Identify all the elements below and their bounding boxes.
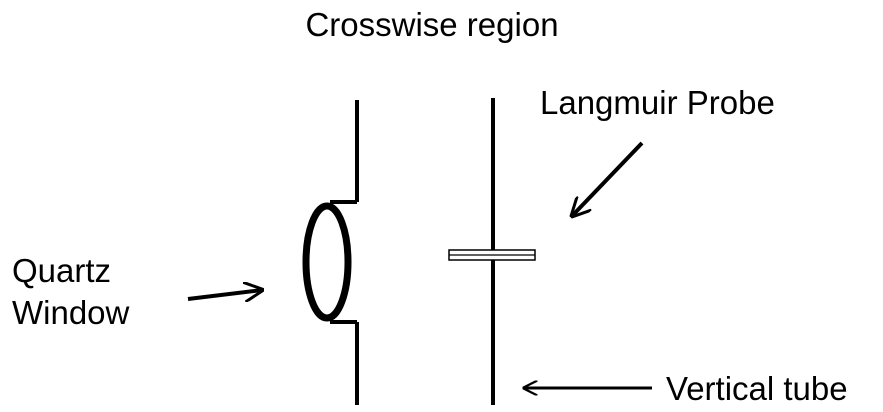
port-wall xyxy=(330,100,359,405)
vertical-tube-label: Vertical tube xyxy=(666,370,848,407)
quartz-window-label-line2: Window xyxy=(12,294,130,331)
arrow-icon xyxy=(572,141,644,216)
quartz-window-label-line1: Quartz xyxy=(12,252,111,289)
diagram-title: Crosswise region xyxy=(305,6,558,43)
langmuir-probe-label: Langmuir Probe xyxy=(540,84,775,121)
quartz-window-shape xyxy=(302,202,352,322)
arrow-icon xyxy=(187,290,262,299)
